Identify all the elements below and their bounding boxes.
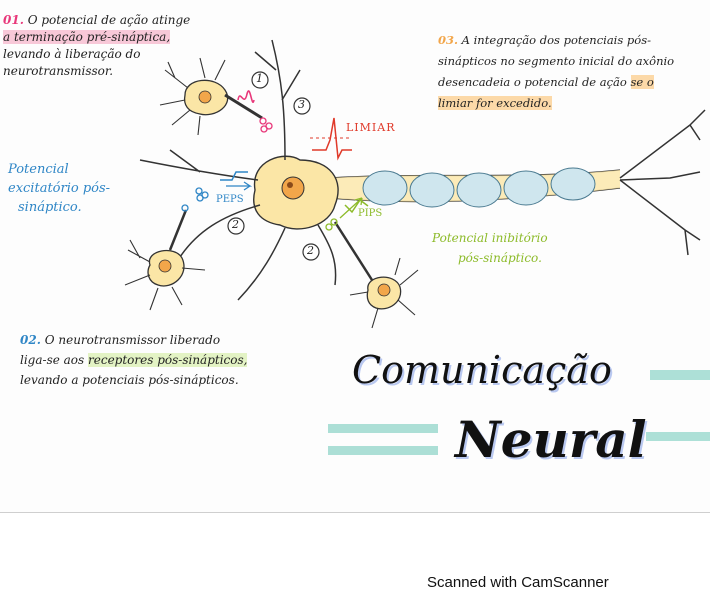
main-neuron [139,39,339,301]
inhibitory-line2: pós-sináptico. [458,251,542,265]
excitatory-synapse [195,171,253,202]
excitatory-line2: excitatório pós- [8,181,111,196]
excitatory-line3: sináptico. [18,200,82,215]
action-potential-trace [310,117,352,161]
note-02-number: 02. [20,333,41,347]
excitatory-label: Potencial excitatório pós- sináptico. [8,160,110,217]
inhibitory-line1: Potencial inibitório [432,231,548,245]
excitatory-line1: Potencial [8,162,69,177]
note-01-number: 01. [3,13,24,27]
note-03-line3: desencadeia o potencial de ação [438,75,627,89]
note-03-line2: sinápticos no segmento inicial do axônio [438,54,675,68]
pips-label: PIPS [358,208,383,219]
step-3-label: 3 [298,98,305,111]
step-markers [227,71,320,261]
note-01-line1: O potencial de ação atinge [27,13,191,27]
note-03-line1: A integração dos potenciais pós- [461,33,651,47]
step-2-label-left: 2 [232,218,239,231]
inhibitory-label: Potencial inibitório pós-sináptico. [432,228,548,268]
note-01-highlight: a terminação pré-sináptica, [3,30,171,44]
neuron-bottom-left [124,204,206,311]
note-02-line2: liga-se aos [20,353,85,367]
peps-label: PEPS [216,194,244,205]
note-03-number: 03. [438,33,459,47]
note-02: 02. O neurotransmissor liberado liga-se … [20,330,248,390]
step-2-label-right: 2 [307,244,314,257]
title-line1: Comunicação [352,348,612,392]
note-02-line1: O neurotransmissor liberado [44,333,221,347]
neuron-bottom-right [325,218,419,329]
note-03-line4-highlight: limiar for excedido. [438,96,552,110]
scanner-watermark: Scanned with CamScanner [427,574,609,591]
myelin-sheath [362,167,596,208]
presynaptic-neuron-top [159,57,273,136]
title-stripes [328,370,710,455]
note-03-line3-highlight: se o [630,75,654,89]
note-01: 01. O potencial de ação atinge a termina… [3,12,190,80]
page-edge [0,512,710,513]
inhibitory-synapse [339,197,369,219]
note-02-line3: levando a potenciais pós-sinápticos. [20,373,239,387]
note-02-highlight: receptores pós-sinápticos, [88,353,248,367]
note-03: 03. A integração dos potenciais pós- sin… [438,30,674,114]
limiar-label: LIMIAR [346,121,396,134]
neuron-diagram [124,39,710,455]
note-01-line4: neurotransmissor. [3,64,114,78]
step-1-label: 1 [256,72,263,85]
title-line2: Neural [455,410,647,469]
note-01-line3: levando à liberação do [3,47,141,61]
axon [329,109,706,256]
